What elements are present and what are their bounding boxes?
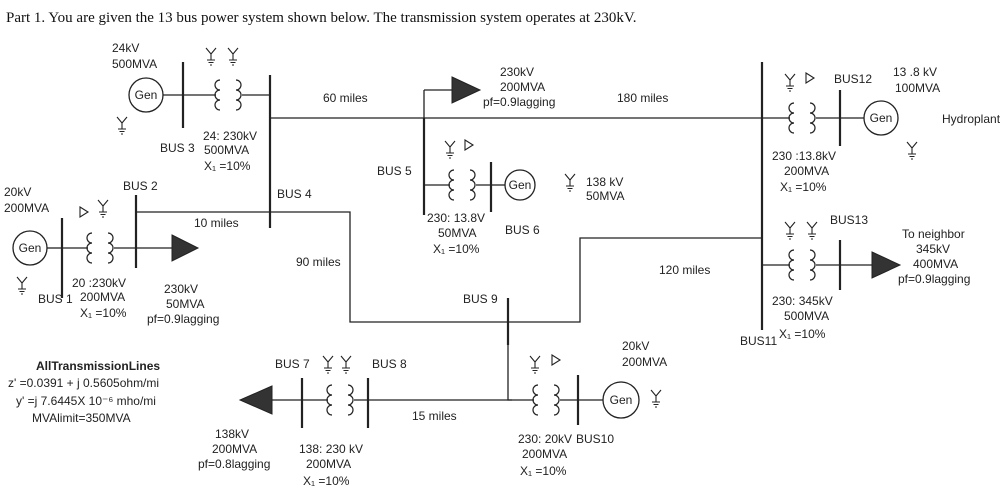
t1-x: X₁ =10% (80, 306, 127, 320)
line-180-label: 180 miles (617, 91, 668, 105)
load-2-kv: 230kV (164, 282, 198, 296)
bus-2-label: BUS 2 (123, 179, 158, 193)
notes-heading: AllTransmissionLines (36, 359, 160, 373)
svg-text:Gen: Gen (509, 178, 532, 192)
notes-admittance: y' =j 7.6445X 10⁻⁶ mho/mi (16, 394, 156, 408)
bus-5-label: BUS 5 (377, 164, 412, 178)
svg-text:Gen: Gen (610, 393, 633, 407)
t56-ratio: 230: 13.8V (427, 211, 485, 225)
t13-ratio: 230: 345kV (772, 294, 833, 308)
load-2-mva: 50MVA (166, 297, 204, 311)
transformer-11-12 (762, 72, 840, 134)
t13-x: X₁ =10% (779, 327, 826, 341)
transformer-5-6 (424, 139, 491, 201)
t10-mva: 200MVA (522, 447, 567, 461)
t78-ratio: 138: 230 kV (299, 442, 363, 456)
gen-1-kv: 20kV (4, 185, 31, 199)
generator-1: Gen (12, 230, 62, 295)
load-neighbor (840, 251, 902, 279)
t3-ratio: 24: 230kV (203, 129, 257, 143)
transformer-11-13 (762, 221, 840, 281)
load-5-pf: pf=0.9lagging (483, 95, 555, 109)
bus-9-label: BUS 9 (463, 292, 498, 306)
transformer-9-10 (508, 354, 578, 416)
t78-x: X₁ =10% (303, 474, 350, 488)
t12-mva: 200MVA (784, 164, 829, 178)
line-15-label: 15 miles (412, 409, 457, 423)
t12-ratio: 230 :13.8kV (772, 149, 836, 163)
t12-x: X₁ =10% (780, 180, 827, 194)
gen-12-kv: 13 .8 kV (893, 65, 937, 79)
hydroplant-label: Hydroplant (942, 112, 1001, 126)
t10-ratio: 230: 20kV (518, 432, 572, 446)
load-2-pf: pf=0.9lagging (147, 312, 219, 326)
bus-6-label: BUS 6 (505, 223, 540, 237)
t56-x: X₁ =10% (433, 242, 480, 256)
gen-3-mva: 500MVA (112, 57, 157, 71)
svg-text:Gen: Gen (135, 88, 158, 102)
generator-12: Gen (840, 100, 918, 160)
notes-impedance: z' =0.0391 + j 0.5605ohm/mi (8, 376, 159, 390)
t10-x: X₁ =10% (520, 464, 567, 478)
transformer-7-8 (302, 355, 368, 416)
load-7-mva: 200MVA (212, 442, 257, 456)
load-5-kv: 230kV (500, 65, 534, 79)
t13-mva: 500MVA (784, 309, 829, 323)
neighbor-kv: 345kV (916, 242, 950, 256)
t1-ratio: 20 :230kV (72, 276, 126, 290)
t1-mva: 200MVA (80, 290, 125, 304)
neighbor-mva: 400MVA (913, 257, 958, 271)
bus-7-label: BUS 7 (275, 357, 310, 371)
t3-x: X₁ =10% (204, 159, 251, 173)
bus-4-label: BUS 4 (277, 187, 312, 201)
t78-mva: 200MVA (306, 457, 351, 471)
gen-3-kv: 24kV (112, 41, 139, 55)
bus-1-label: BUS 1 (38, 292, 73, 306)
bus-8-label: BUS 8 (372, 357, 407, 371)
page-title: Part 1. You are given the 13 bus power s… (6, 10, 637, 26)
neighbor-pf: pf=0.9lagging (898, 272, 970, 286)
generator-3: Gen (116, 77, 183, 135)
line-90-label: 90 miles (296, 255, 341, 269)
neighbor-to: To neighbor (902, 227, 965, 241)
generator-10: Gen (578, 381, 662, 419)
gen-10-kv: 20kV (622, 339, 649, 353)
line-9-11 (508, 237, 762, 323)
bus-12-label: BUS12 (834, 72, 872, 86)
transformer-1 (62, 199, 136, 264)
load-5-mva: 200MVA (500, 80, 545, 94)
line-60-label: 60 miles (323, 91, 368, 105)
load-bus7 (238, 385, 302, 415)
gen-12-mva: 100MVA (895, 81, 940, 95)
line-120-label: 120 miles (659, 263, 710, 277)
svg-text:Gen: Gen (19, 241, 42, 255)
bus-13-label: BUS13 (830, 213, 868, 227)
load-7-kv: 138kV (215, 427, 249, 441)
load-7-pf: pf=0.8lagging (198, 457, 270, 471)
notes-mva-limit: MVAlimit=350MVA (32, 411, 131, 425)
line-10-label: 10 miles (194, 216, 239, 230)
bus-10-label: BUS10 (576, 432, 614, 446)
bus-11-label: BUS11 (740, 334, 777, 348)
transformer-3 (183, 47, 270, 111)
load-bus5 (424, 76, 482, 104)
gen-6-kv: 138 kV (586, 175, 623, 189)
gen-6-mva: 50MVA (586, 189, 624, 203)
svg-text:Gen: Gen (870, 111, 893, 125)
gen-1-mva: 200MVA (4, 201, 49, 215)
t3-mva: 500MVA (204, 143, 249, 157)
t56-mva: 50MVA (438, 226, 476, 240)
load-bus2 (136, 234, 200, 262)
bus-3-label: BUS 3 (160, 141, 195, 155)
gen-10-mva: 200MVA (622, 355, 667, 369)
line-4-9 (270, 211, 508, 323)
generator-6: Gen (491, 169, 576, 201)
